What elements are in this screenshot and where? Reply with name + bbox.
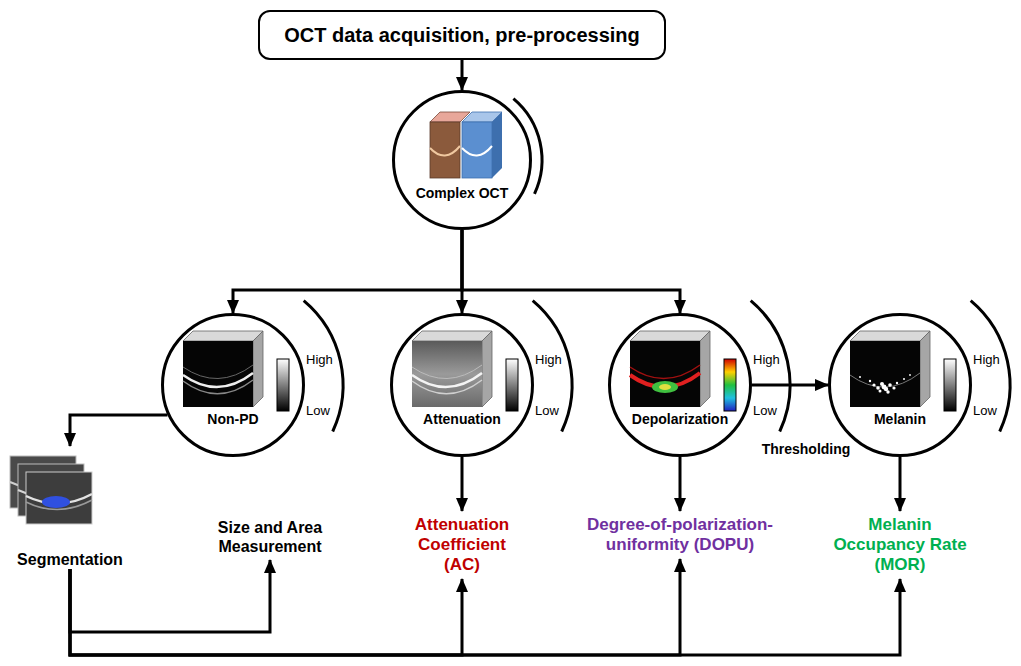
figure-part <box>506 359 518 411</box>
figure-part <box>183 380 253 394</box>
box-text: OCT data acquisition, pre-processing <box>284 23 640 47</box>
attenuation-icon <box>412 331 518 411</box>
figure-part <box>659 384 671 390</box>
circle-text: Depolarization <box>611 411 749 428</box>
flow-arrow <box>462 230 680 313</box>
metric-text: Melanin Occupancy Rate (MOR) <box>825 515 975 575</box>
figure-part <box>892 386 895 389</box>
circle-text: Attenuation <box>393 411 531 428</box>
figure-part <box>850 331 930 407</box>
figure-part <box>183 341 253 407</box>
depolarization-icon <box>630 331 736 411</box>
circle-text: Melanin <box>831 411 969 428</box>
flow-arrow <box>70 569 900 655</box>
figure-part <box>26 472 92 524</box>
flow-arrow <box>70 559 680 655</box>
figure-part <box>630 331 710 407</box>
flow-arrow <box>461 60 464 90</box>
data-circle: Non-PD <box>161 313 305 457</box>
scale-label: Low <box>306 403 330 418</box>
scale-label: High <box>973 352 1000 367</box>
flow-arrow <box>70 569 462 655</box>
metric-text: Attenuation Coefficient (AC) <box>405 515 520 575</box>
figure-part <box>42 496 70 508</box>
figure-part <box>909 374 911 376</box>
figure-part <box>462 146 492 156</box>
flow-arrow <box>70 560 270 632</box>
flow-arrow <box>461 457 464 511</box>
figure-part <box>492 112 502 178</box>
decor-arc <box>533 301 572 432</box>
figure-part <box>879 390 882 393</box>
decor-arc <box>971 301 1010 432</box>
metric-node: Attenuation Coefficient (AC) <box>405 515 520 575</box>
complex-oct-icon <box>430 112 502 178</box>
figure-part <box>183 365 253 379</box>
scale-label: Low <box>535 403 559 418</box>
figure-part <box>630 365 700 379</box>
scale-label: High <box>535 352 562 367</box>
data-circle: Complex OCT <box>392 90 532 230</box>
flow-arrow <box>233 230 462 313</box>
figure-part <box>896 382 898 384</box>
flow-arrow <box>899 457 902 511</box>
figure-part <box>652 381 678 393</box>
figure-part <box>412 341 482 407</box>
figure-part <box>277 359 289 411</box>
output-node: Size and Area Measurement <box>195 518 345 556</box>
non-pd-icon <box>183 331 289 411</box>
data-circle: Attenuation <box>390 313 534 457</box>
figure-part <box>462 122 492 178</box>
output-text: Segmentation <box>6 550 134 569</box>
decor-arc <box>751 301 790 432</box>
process-box: OCT data acquisition, pre-processing <box>258 10 666 60</box>
data-circle: Melanin <box>828 313 972 457</box>
figure-part <box>903 378 905 380</box>
flow-arrow <box>752 384 828 387</box>
scale-label: High <box>306 352 333 367</box>
decor-arc <box>513 99 542 194</box>
figure-part <box>944 359 956 411</box>
figure-part <box>724 359 736 411</box>
figure-part <box>886 390 889 393</box>
flow-arrow <box>70 415 168 446</box>
data-circle: Depolarization <box>608 313 752 457</box>
output-text: Size and Area Measurement <box>195 518 345 556</box>
figure-part <box>183 373 253 387</box>
output-node: Segmentation <box>6 450 134 569</box>
scale-label: Low <box>753 403 777 418</box>
figure-part <box>430 122 460 178</box>
decor-arc <box>304 301 343 432</box>
figure-part <box>872 383 875 386</box>
flow-arrow <box>679 457 682 511</box>
segmentation-image <box>10 456 92 524</box>
metric-node: Degree-of-polarization-uniformity (DOPU) <box>580 515 780 555</box>
figure-part <box>882 385 887 390</box>
figure-part <box>183 331 263 407</box>
metric-text: Degree-of-polarization-uniformity (DOPU) <box>580 515 780 555</box>
circle-text: Non-PD <box>164 411 302 428</box>
figure-part <box>412 373 482 387</box>
figure-part <box>412 331 492 407</box>
circle-text: Complex OCT <box>395 185 529 202</box>
figure-part <box>888 383 892 387</box>
scale-label: Low <box>973 403 997 418</box>
figure-part <box>859 374 911 394</box>
scale-label: High <box>753 352 780 367</box>
figure-part <box>850 341 920 407</box>
figure-part <box>876 386 880 390</box>
metric-node: Melanin Occupancy Rate (MOR) <box>825 515 975 575</box>
edge-label: Thresholding <box>760 441 853 458</box>
figure-part <box>412 380 482 394</box>
figure-part <box>430 146 460 156</box>
figure-part <box>869 380 871 382</box>
figure-part <box>859 376 861 378</box>
figure-part <box>412 365 482 379</box>
figure-part <box>630 341 700 407</box>
melanin-icon <box>850 331 956 411</box>
